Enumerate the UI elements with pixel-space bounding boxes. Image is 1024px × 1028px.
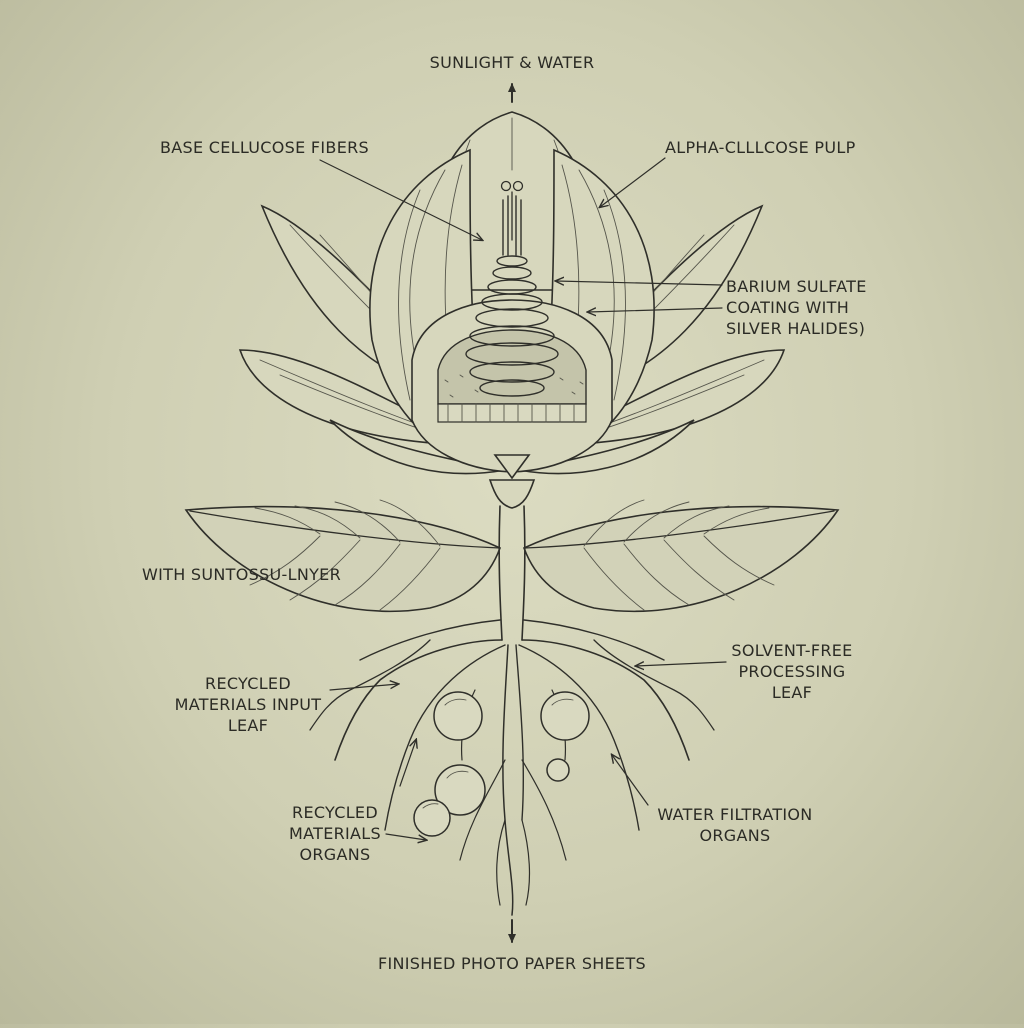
leader-barium-2 — [588, 308, 723, 312]
inner-chamber — [411, 299, 613, 480]
recycled-materials-organs-label: RECYCLED MATERIALS ORGANS — [289, 803, 381, 864]
right-leaf — [522, 499, 840, 613]
leader-recycled-leaf — [329, 684, 398, 691]
left-leaf — [184, 499, 502, 613]
leader-alpha-cellulose — [600, 157, 666, 207]
base-cellulose-label: BASE CELLUCOSE FIBERS — [160, 138, 369, 157]
suntossu-layer-label: WITH SUNTOSSU-LNYER — [142, 565, 342, 584]
sunlight-water-label: SUNLIGHT & WATER — [429, 53, 595, 72]
leader-recycled-organs — [385, 833, 426, 840]
leader-water-filtration — [612, 755, 649, 806]
barium-sulfate-label: BARIUM SULFATE COATING WITH SILVER HALID… — [726, 277, 867, 338]
solvent-free-label: SOLVENT-FREE PROCESSING LEAF — [731, 641, 853, 702]
leader-base-cellulose — [319, 159, 482, 240]
leader-lines — [319, 157, 727, 840]
alpha-cellulose-label: ALPHA-CLLLCOSE PULP — [665, 138, 856, 157]
finished-photo-paper-label: FINISHED PHOTO PAPER SHEETS — [377, 954, 646, 973]
leader-barium-1 — [556, 281, 723, 285]
stem — [488, 479, 536, 641]
recycled-materials-leaf-label: RECYCLED MATERIALS INPUT LEAF — [174, 674, 322, 735]
root-nodules — [413, 691, 590, 837]
coil-spiral — [465, 180, 559, 397]
roots — [309, 619, 715, 916]
water-filtration-label: WATER FILTRATION ORGANS — [657, 805, 813, 845]
leader-recycled-organs-2 — [399, 740, 416, 787]
leader-solvent-free — [636, 662, 727, 666]
